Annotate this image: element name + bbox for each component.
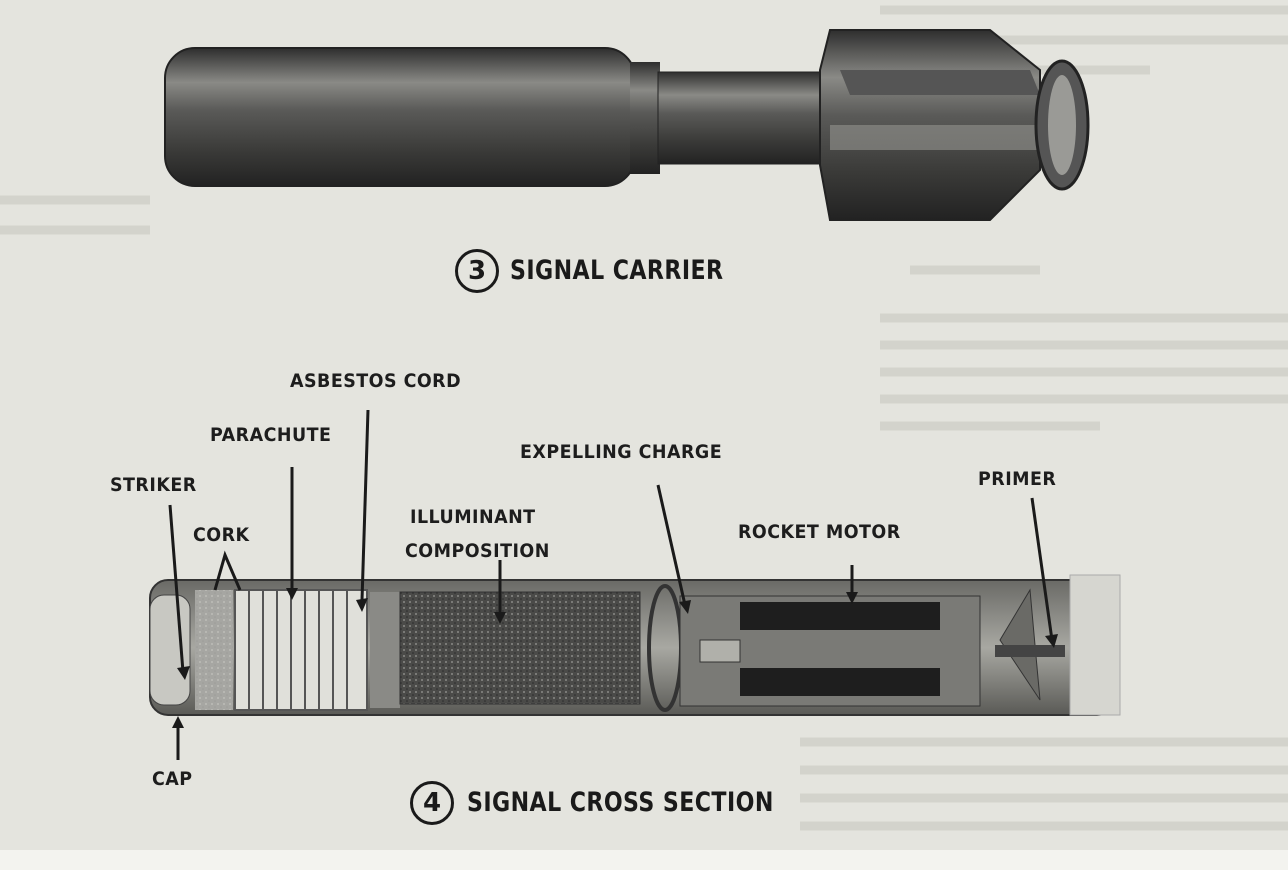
callout-illuminant-line2: COMPOSITION bbox=[405, 540, 550, 562]
figure-3-caption: SIGNAL CARRIER bbox=[510, 255, 724, 286]
callout-rocket-motor: ROCKET MOTOR bbox=[738, 521, 901, 543]
callout-cork: CORK bbox=[193, 524, 250, 546]
page-bottom-margin bbox=[0, 850, 1288, 870]
figure-3-number: 3 bbox=[455, 249, 499, 293]
cross-section-body bbox=[149, 574, 1121, 716]
figure-4-number: 4 bbox=[410, 781, 454, 825]
callout-primer: PRIMER bbox=[978, 468, 1057, 490]
callout-cap: CAP bbox=[152, 768, 193, 790]
callout-leaders bbox=[168, 409, 1054, 760]
callout-parachute: PARACHUTE bbox=[210, 424, 332, 446]
callout-striker: STRIKER bbox=[110, 474, 197, 496]
figure-4-caption: SIGNAL CROSS SECTION bbox=[467, 787, 774, 818]
carrier-body bbox=[164, 29, 1090, 221]
callout-asbestos-cord: ASBESTOS CORD bbox=[290, 370, 462, 392]
callout-expelling-charge: EXPELLING CHARGE bbox=[520, 441, 723, 463]
callout-illuminant-line1: ILLUMINANT bbox=[410, 506, 536, 528]
